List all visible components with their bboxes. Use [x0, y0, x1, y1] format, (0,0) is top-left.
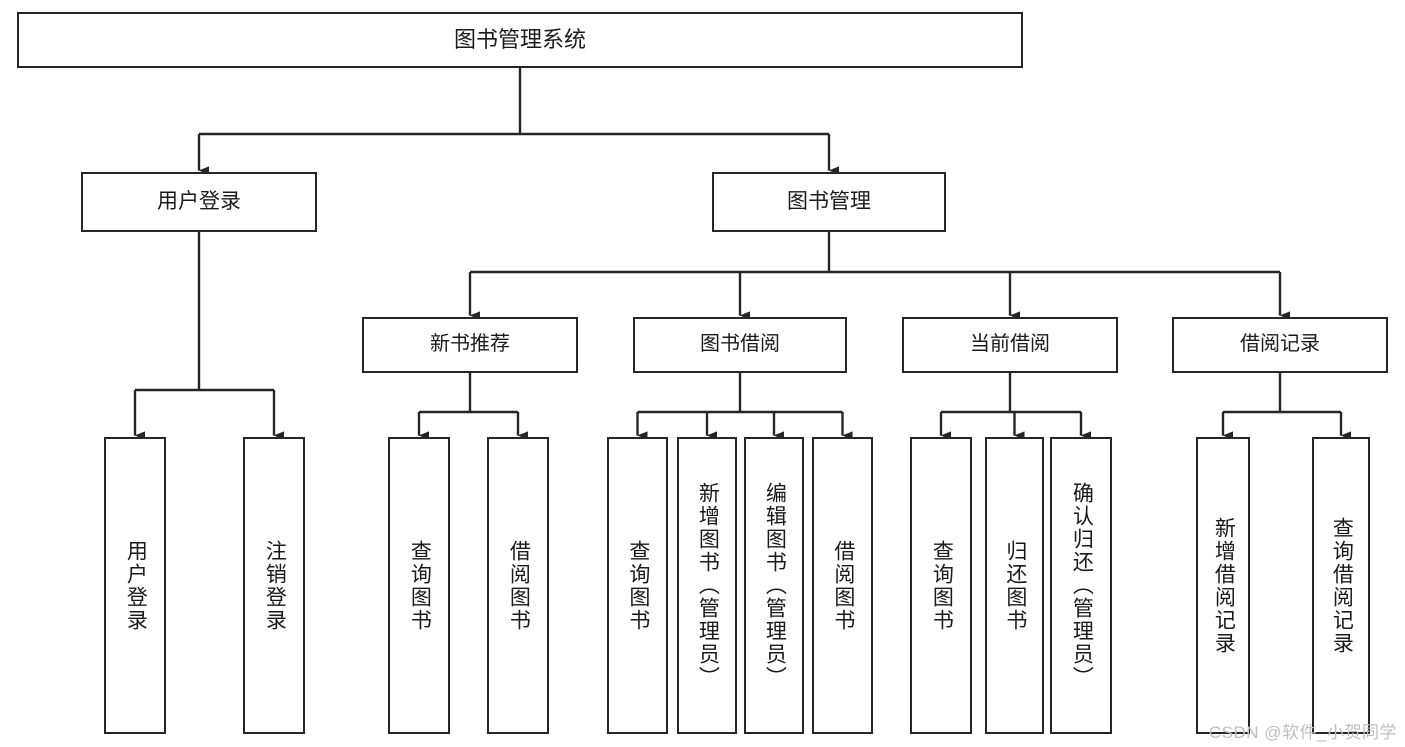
node-label: 查询图书	[626, 539, 650, 632]
node-label: 编辑图书（管理员）	[763, 482, 787, 689]
node-login[interactable]: 用户登录	[81, 172, 317, 232]
node-leaf6[interactable]: 新增图书（管理员）	[677, 437, 737, 734]
node-label: 借阅图书	[507, 539, 531, 632]
node-leaf2[interactable]: 注销登录	[243, 437, 305, 734]
node-leaf3[interactable]: 查询图书	[388, 437, 450, 734]
node-bookmgr[interactable]: 图书管理	[712, 172, 946, 232]
node-leaf1[interactable]: 用户登录	[104, 437, 166, 734]
node-leaf10[interactable]: 归还图书	[985, 437, 1044, 734]
node-label: 借阅记录	[1240, 333, 1320, 356]
node-label: 查询图书	[408, 539, 432, 632]
node-current[interactable]: 当前借阅	[902, 317, 1118, 373]
node-leaf7[interactable]: 编辑图书（管理员）	[744, 437, 804, 734]
node-label: 图书借阅	[700, 333, 780, 356]
node-label: 图书管理	[787, 189, 871, 213]
node-label: 新书推荐	[430, 333, 510, 356]
node-leaf9[interactable]: 查询图书	[910, 437, 972, 734]
node-records[interactable]: 借阅记录	[1172, 317, 1388, 373]
node-label: 图书管理系统	[453, 27, 586, 53]
node-label: 查询借阅记录	[1330, 516, 1354, 655]
node-leaf8[interactable]: 借阅图书	[812, 437, 873, 734]
node-label: 归还图书	[1003, 539, 1027, 632]
node-leaf12[interactable]: 新增借阅记录	[1196, 437, 1250, 734]
node-leaf4[interactable]: 借阅图书	[487, 437, 549, 734]
node-label: 新增借阅记录	[1212, 516, 1236, 655]
node-leaf11[interactable]: 确认归还（管理员）	[1050, 437, 1112, 734]
node-root[interactable]: 图书管理系统	[17, 12, 1023, 68]
node-label: 借阅图书	[831, 539, 855, 632]
node-label: 用户登录	[157, 189, 241, 213]
node-label: 确认归还（管理员）	[1070, 482, 1094, 689]
node-label: 新增图书（管理员）	[696, 482, 720, 689]
node-newbook[interactable]: 新书推荐	[362, 317, 578, 373]
node-leaf5[interactable]: 查询图书	[607, 437, 668, 734]
node-label: 注销登录	[263, 539, 287, 632]
node-label: 查询图书	[930, 539, 954, 632]
node-leaf13[interactable]: 查询借阅记录	[1312, 437, 1370, 734]
node-label: 用户登录	[124, 539, 148, 632]
node-label: 当前借阅	[970, 333, 1050, 356]
node-borrow[interactable]: 图书借阅	[633, 317, 847, 373]
